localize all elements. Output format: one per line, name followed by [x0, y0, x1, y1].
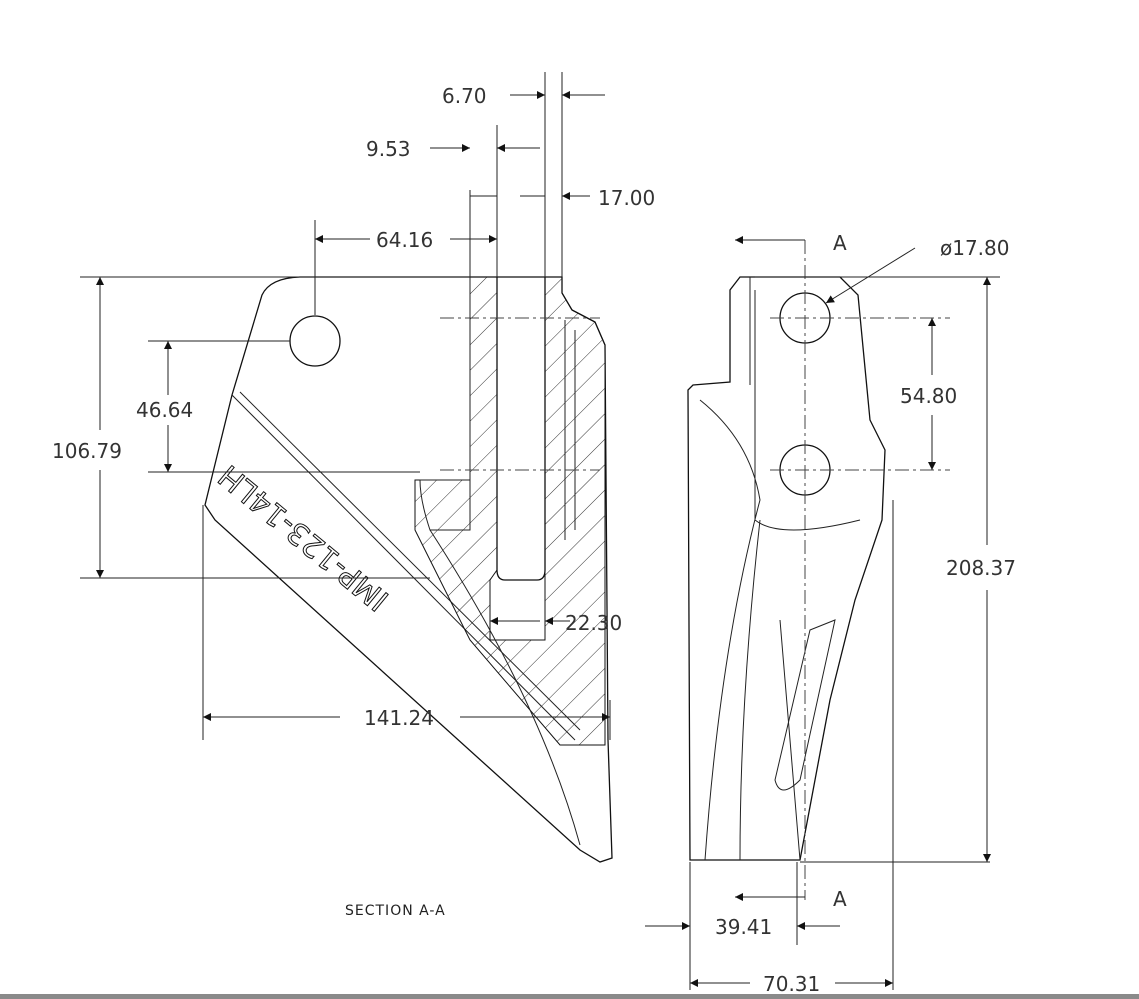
- hatched-section: [414, 276, 606, 746]
- part-number-engraving: IMP-123-14LH: [212, 458, 395, 618]
- dim-17-00: 17.00: [598, 186, 655, 210]
- dim-70-31: 70.31: [763, 972, 820, 996]
- dim-dia-17-80: ø17.80: [940, 236, 1010, 260]
- bottom-border: [0, 994, 1139, 999]
- dim-208-37: 208.37: [946, 556, 1016, 580]
- dim-54-80: 54.80: [900, 384, 957, 408]
- section-mark-top: A: [833, 231, 847, 255]
- dim-141-24: 141.24: [364, 706, 434, 730]
- dim-9-53: 9.53: [366, 137, 411, 161]
- section-mark-bottom: A: [833, 887, 847, 911]
- pin-hole: [289, 315, 341, 367]
- dimensions: 6.70 9.53 17.00 64.16 46.64 106.79 22.30…: [52, 72, 1016, 996]
- dim-106-79: 106.79: [52, 439, 122, 463]
- section-label: SECTION A-A: [345, 903, 446, 919]
- section-view: IMP-123-14LH: [204, 276, 613, 863]
- dim-6-70: 6.70: [442, 84, 487, 108]
- dim-39-41: 39.41: [715, 915, 772, 939]
- dim-46-64: 46.64: [136, 398, 193, 422]
- dim-22-30: 22.30: [565, 611, 622, 635]
- dim-64-16: 64.16: [376, 228, 433, 252]
- side-view: A A: [687, 231, 950, 911]
